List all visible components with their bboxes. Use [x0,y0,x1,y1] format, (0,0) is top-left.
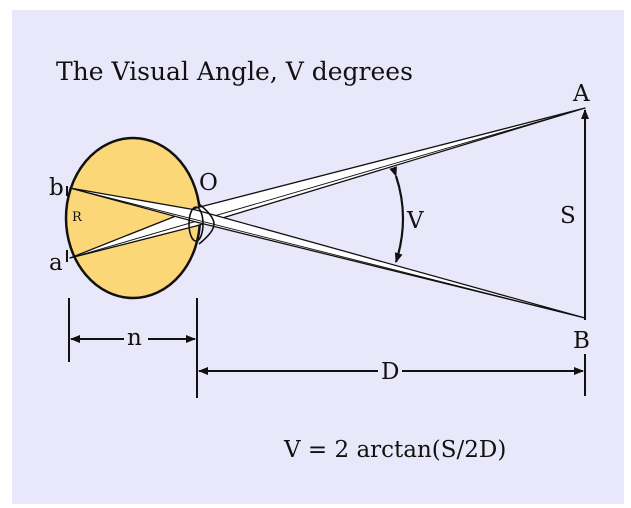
point-label-a-lower: a [49,250,63,276]
retina-label-r: R [72,210,83,225]
angle-label-v: V [406,208,424,234]
lower-ray-bundle [69,187,586,319]
size-label-s: S [560,203,576,229]
lens [188,206,204,242]
formula-text: V = 2 arctan(S/2D) [283,437,506,463]
point-label-o: O [199,170,218,196]
visual-angle-arc [389,166,405,263]
point-label-b-lower: b [49,175,64,201]
cornea-bulge [198,203,215,245]
dimension-label-d: D [381,359,399,385]
diagram-title: The Visual Angle, V degrees [56,57,413,86]
point-label-b-upper: B [573,328,590,354]
point-label-a-upper: A [572,81,590,107]
dimension-label-n: n [127,325,142,351]
